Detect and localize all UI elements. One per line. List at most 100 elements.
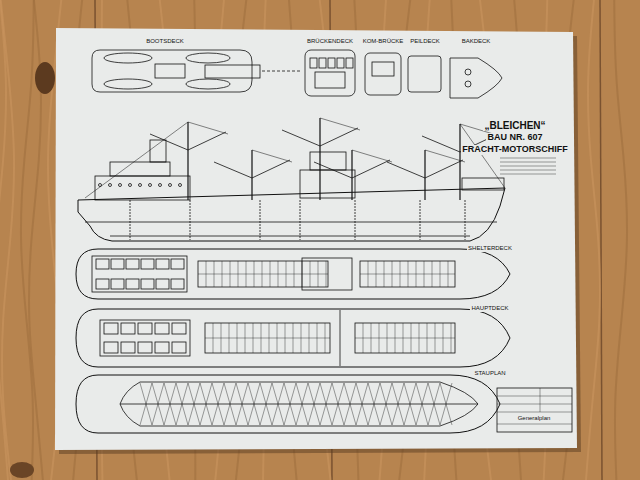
hatch-centre bbox=[205, 338, 330, 339]
cabin bbox=[328, 58, 335, 68]
title-block bbox=[497, 388, 572, 432]
wood-grain bbox=[1, 0, 14, 480]
plan-label: BAU NR. 607 bbox=[486, 133, 543, 143]
cabin bbox=[121, 342, 135, 353]
bulkhead bbox=[260, 200, 261, 240]
cabin bbox=[104, 342, 118, 353]
title-block-rule bbox=[497, 396, 572, 397]
plan-label: KOM-BRÜCKE bbox=[362, 38, 405, 45]
compass-deck-plan bbox=[408, 56, 441, 92]
mast bbox=[351, 150, 352, 200]
plan-label: SHELTERDECK bbox=[467, 245, 513, 252]
derrick bbox=[320, 128, 358, 146]
cabin bbox=[141, 279, 154, 289]
bridge-house bbox=[310, 152, 346, 170]
hatch-centre bbox=[198, 274, 328, 275]
derrick bbox=[352, 160, 390, 178]
midship-house bbox=[300, 170, 355, 198]
stay bbox=[352, 150, 392, 162]
wood-grain bbox=[586, 0, 600, 480]
table-line bbox=[500, 166, 556, 167]
derrick bbox=[252, 160, 290, 178]
cargo-hatch bbox=[198, 261, 328, 287]
cabin bbox=[172, 323, 186, 334]
derrick bbox=[150, 134, 188, 150]
table-line bbox=[500, 162, 556, 163]
wood-knot bbox=[10, 462, 34, 478]
title-block-rule bbox=[497, 424, 572, 425]
porthole bbox=[169, 184, 172, 187]
porthole bbox=[109, 184, 112, 187]
lifeboat bbox=[186, 53, 230, 63]
cabin bbox=[96, 259, 109, 269]
chart-room bbox=[372, 62, 394, 76]
cabin bbox=[111, 279, 124, 289]
wood-knot bbox=[35, 62, 55, 94]
derrick bbox=[282, 130, 320, 146]
plan-label: STAUPLAN bbox=[473, 370, 506, 377]
mast bbox=[187, 122, 188, 200]
mast bbox=[251, 150, 252, 200]
cabin bbox=[121, 323, 135, 334]
cabin bbox=[156, 279, 169, 289]
keel bbox=[110, 236, 470, 237]
plan-label: BRÜCKENDECK bbox=[306, 38, 354, 45]
title-block-rule bbox=[497, 412, 572, 413]
cabin bbox=[111, 259, 124, 269]
hull-profile bbox=[78, 188, 505, 241]
table-line bbox=[500, 158, 556, 159]
bulkhead bbox=[355, 200, 356, 240]
lifeboat bbox=[104, 53, 152, 63]
table-line bbox=[500, 174, 556, 175]
cabin bbox=[155, 342, 169, 353]
mast bbox=[319, 118, 320, 200]
centre-line bbox=[262, 71, 300, 72]
plan-label: BOOTSDECK bbox=[145, 38, 185, 45]
hatch-centre bbox=[355, 338, 455, 339]
title-block-rule bbox=[497, 404, 572, 405]
stay bbox=[320, 118, 360, 130]
midship-house-plan bbox=[302, 258, 352, 290]
bulkhead bbox=[190, 200, 191, 240]
cabin bbox=[126, 259, 139, 269]
stowage-plan bbox=[76, 375, 500, 433]
derrick bbox=[425, 160, 463, 178]
hold-outline bbox=[120, 382, 478, 426]
mast bbox=[424, 150, 425, 200]
plan-label: PEILDECK bbox=[409, 38, 441, 45]
cabin bbox=[172, 342, 186, 353]
porthole bbox=[179, 184, 182, 187]
aft-superstructure-upper bbox=[110, 162, 170, 176]
forecastle bbox=[462, 178, 504, 190]
cabin bbox=[138, 323, 152, 334]
cabin bbox=[337, 58, 344, 68]
funnel-casing bbox=[205, 65, 260, 78]
windlass bbox=[465, 69, 471, 75]
cabin bbox=[141, 259, 154, 269]
aft-stay bbox=[85, 122, 188, 198]
derrick bbox=[422, 136, 460, 152]
cabin bbox=[310, 58, 317, 68]
stay bbox=[188, 122, 228, 134]
cabin bbox=[155, 323, 169, 334]
table-line bbox=[500, 170, 556, 171]
plank-seam bbox=[600, 0, 602, 480]
bulkhead bbox=[420, 200, 421, 240]
white-board bbox=[55, 28, 577, 450]
bulkhead bbox=[130, 200, 131, 240]
bulkhead bbox=[300, 200, 301, 240]
engine-casing-plan bbox=[100, 320, 190, 356]
cargo-hatch bbox=[205, 323, 330, 353]
cabin bbox=[171, 279, 184, 289]
cabin bbox=[171, 259, 184, 269]
boat-deck-plan bbox=[92, 50, 252, 92]
cargo-hatch bbox=[355, 323, 455, 353]
bulkhead bbox=[340, 310, 341, 366]
plan-label: Generalplan bbox=[517, 415, 552, 422]
waterline bbox=[85, 222, 497, 223]
porthole bbox=[139, 184, 142, 187]
deck-house bbox=[155, 64, 185, 78]
